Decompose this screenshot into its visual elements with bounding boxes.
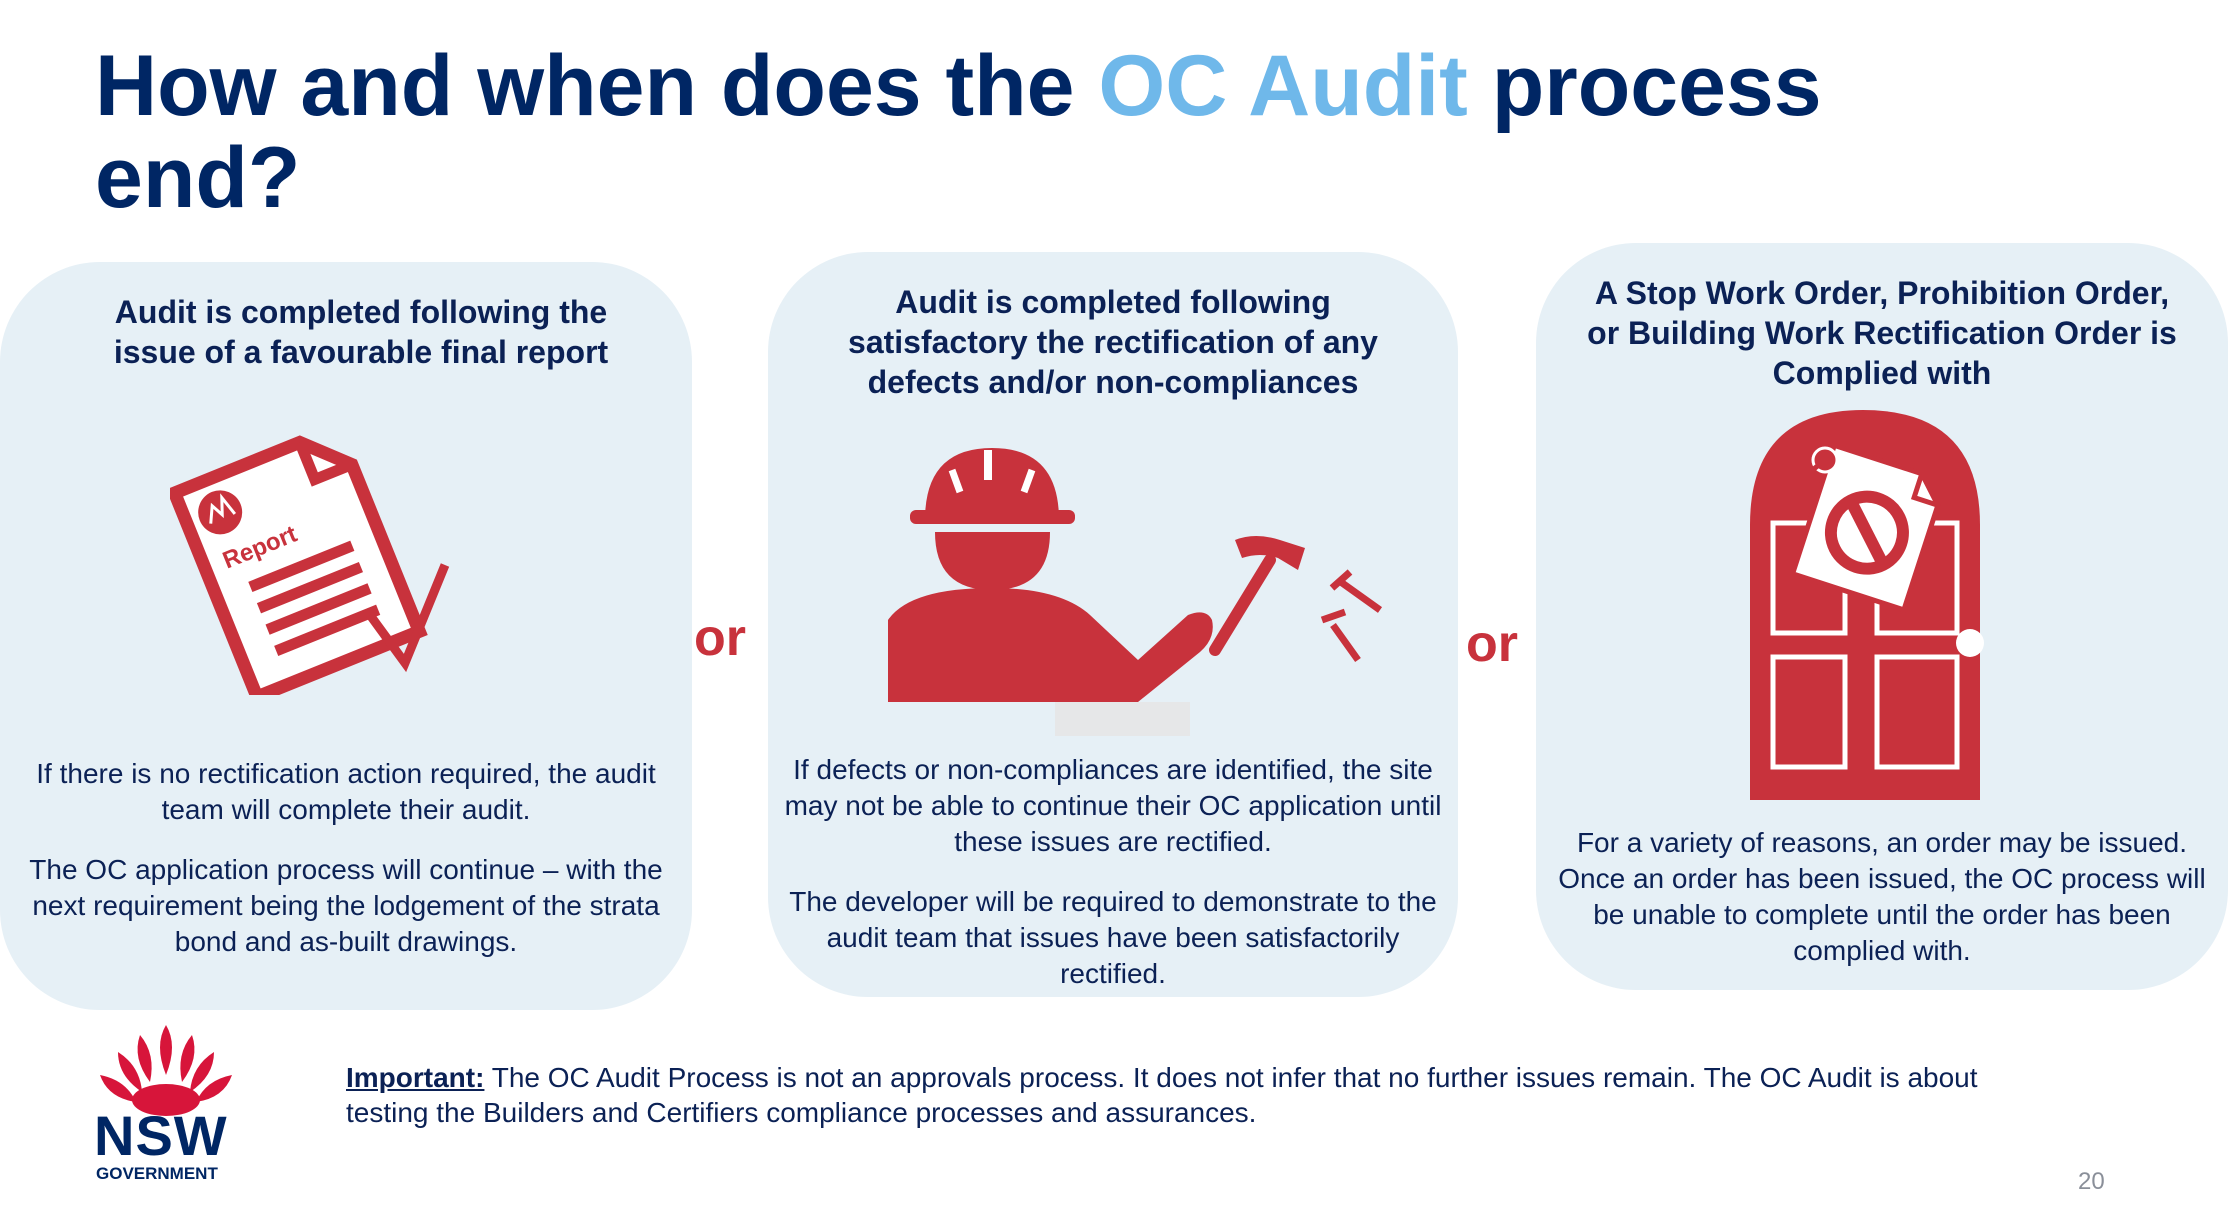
- card-paragraph: The developer will be required to demons…: [789, 886, 1437, 989]
- important-note: Important: The OC Audit Process is not a…: [346, 1060, 1986, 1130]
- logo-subtext: GOVERNMENT: [96, 1164, 218, 1183]
- title-highlight: OC Audit: [1098, 38, 1468, 134]
- door-order-icon: [1750, 410, 1984, 800]
- important-label: Important:: [346, 1062, 485, 1093]
- card-paragraph: If there is no rectification action requ…: [36, 758, 656, 825]
- card-paragraph: If defects or non-compliances are identi…: [784, 754, 1442, 857]
- card-heading: Audit is completed following satisfactor…: [848, 284, 1378, 400]
- or-separator-2: or: [1466, 615, 1518, 673]
- title-text-1: How and when does the: [95, 38, 1099, 134]
- card-body: If there is no rectification action requ…: [14, 756, 678, 984]
- card-paragraph: The OC application process will continue…: [29, 854, 663, 957]
- card-body: For a variety of reasons, an order may b…: [1556, 825, 2208, 993]
- card-final-report: Audit is completed following the issue o…: [0, 262, 692, 1010]
- card-body: If defects or non-compliances are identi…: [782, 752, 1444, 1016]
- construction-worker-icon: [888, 448, 1383, 736]
- title-text-2: process end?: [95, 38, 1822, 226]
- hammer-icon: [1209, 536, 1305, 656]
- report-icon: Report: [170, 435, 450, 695]
- waratah-logo-icon: [100, 1025, 232, 1116]
- card-paragraph: For a variety of reasons, an order may b…: [1558, 827, 2206, 966]
- card-heading: Audit is completed following the issue o…: [113, 294, 609, 370]
- logo-wordmark: NSW: [94, 1104, 228, 1167]
- page-number: 20: [2078, 1168, 2105, 1195]
- important-text: The OC Audit Process is not an approvals…: [346, 1062, 1978, 1128]
- card-heading: A Stop Work Order, Prohibition Order, or…: [1587, 275, 2177, 391]
- page-title: How and when does the OC Audit process e…: [95, 40, 1995, 224]
- card-rectification: Audit is completed following satisfactor…: [768, 252, 1458, 997]
- or-separator-1: or: [694, 609, 746, 667]
